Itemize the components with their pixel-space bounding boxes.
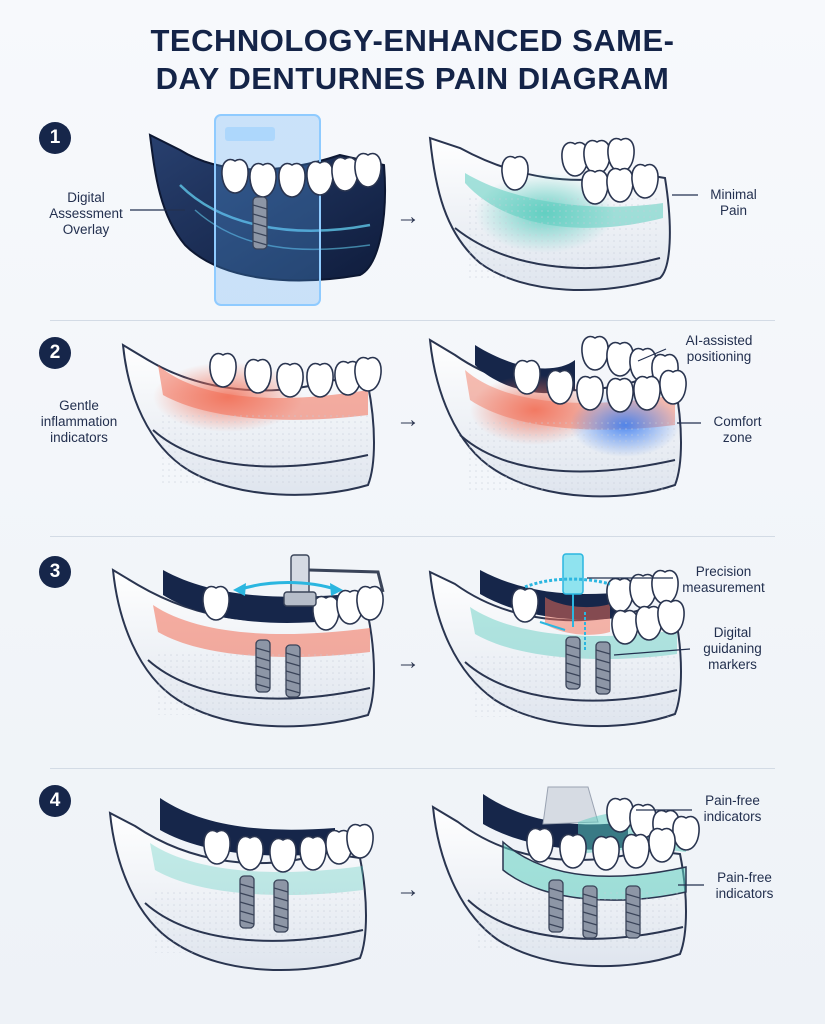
jaw-diagram-step-2-before [118, 335, 380, 505]
callout-line-2c [675, 418, 703, 428]
callout-pain-free-indicators-bottom: Pain-free indicators [702, 870, 787, 902]
section-divider-3 [50, 768, 775, 769]
callout-pain-free-indicators-top: Pain-free indicators [690, 793, 775, 825]
step-2-number: 2 [39, 337, 71, 369]
page-title: TECHNOLOGY-ENHANCED SAME- DAY DENTURNES … [0, 22, 825, 98]
jaw-diagram-step-1-after [425, 118, 675, 308]
jaw-diagram-step-4-before [105, 788, 380, 983]
section-divider-1 [50, 320, 775, 321]
title-line-2: DAY DENTURNES PAIN DIAGRAM [0, 60, 825, 98]
jaw-diagram-step-3-before [108, 550, 398, 745]
transition-arrow-3: → [396, 650, 420, 674]
callout-line-3b [612, 645, 692, 657]
callout-precision-measurement: Precision measurement [666, 564, 781, 596]
transition-arrow-4: → [396, 878, 420, 902]
title-line-1: TECHNOLOGY-ENHANCED SAME- [0, 22, 825, 60]
callout-line-3a [585, 573, 675, 583]
callout-line-1b [670, 190, 700, 200]
step-1-number: 1 [39, 122, 71, 154]
callout-line-4a [634, 805, 694, 815]
callout-digital-assessment-overlay: Digital Assessment Overlay [36, 190, 136, 238]
callout-gentle-inflammation-indicators: Gentle inflammation indicators [20, 398, 138, 446]
callout-line-1a [130, 205, 190, 215]
step-3-number: 3 [39, 556, 71, 588]
transition-arrow-2: → [396, 408, 420, 432]
callout-line-4b [676, 880, 706, 890]
step-4-number: 4 [39, 785, 71, 817]
callout-line-2b [636, 345, 668, 365]
callout-digital-guidaning-markers: Digital guidaning markers [690, 625, 775, 673]
section-divider-2 [50, 536, 775, 537]
callout-ai-assisted-positioning: AI-assisted positioning [664, 333, 774, 365]
callout-comfort-zone: Comfort zone [700, 414, 775, 446]
transition-arrow-1: → [396, 205, 420, 229]
callout-minimal-pain: Minimal Pain [696, 187, 771, 219]
jaw-diagram-step-1-before [140, 115, 395, 315]
